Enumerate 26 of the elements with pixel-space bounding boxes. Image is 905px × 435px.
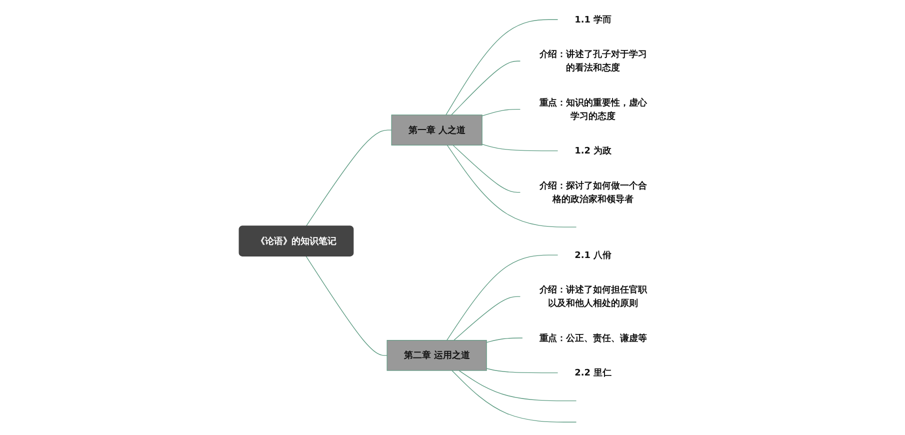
connector	[452, 144, 521, 193]
connector	[446, 254, 558, 341]
node-text: 介绍：讲述了孔子对于学习的看法和态度	[539, 48, 647, 73]
connector	[306, 130, 392, 226]
node-text: 2.2 里仁	[574, 367, 612, 378]
node-text: 1.2 为政	[574, 145, 612, 156]
node-box: 第二章 运用之道	[386, 340, 487, 371]
node-text: 重点：知识的重要性，虚心学习的态度	[539, 96, 647, 122]
node-text: 1.1 学而	[574, 14, 612, 25]
connector	[446, 19, 558, 116]
connector	[446, 144, 577, 228]
node-box: 《论语》的知识笔记	[238, 226, 354, 256]
connector	[486, 368, 558, 374]
connector	[482, 108, 521, 116]
node-box: 第一章 人之道	[391, 114, 482, 146]
node-text: 2.1 八佾	[574, 249, 612, 260]
connector	[306, 256, 388, 356]
node-text: 重点：公正、责任、谦虚等	[539, 332, 647, 344]
connector	[451, 60, 521, 116]
connector	[454, 296, 521, 341]
node-text: 介绍：探讨了如何做一个合格的政治家和领导者	[539, 180, 647, 204]
node-text: 介绍：讲述了如何担任官职以及和他人相处的原则	[539, 284, 647, 308]
connector	[458, 370, 577, 402]
connector	[452, 370, 577, 422]
connector	[486, 338, 523, 343]
connector	[482, 144, 558, 152]
